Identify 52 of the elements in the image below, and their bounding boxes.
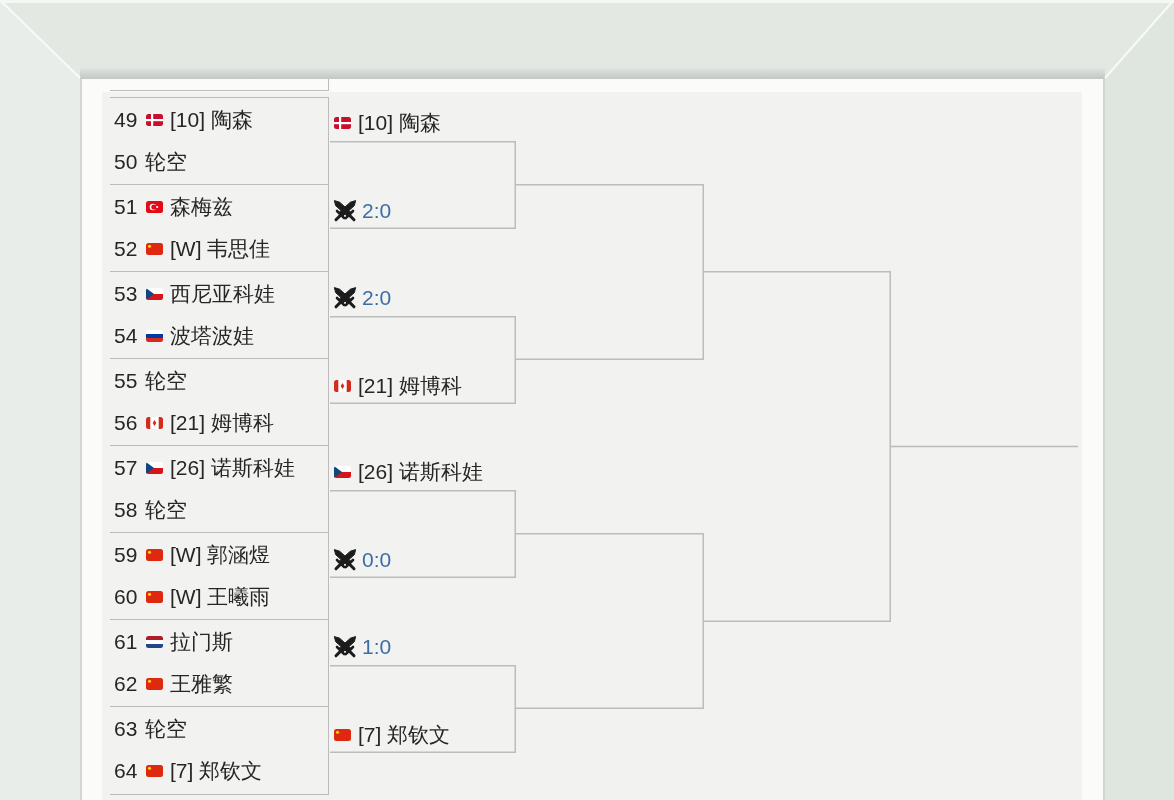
draw-number: 53	[114, 281, 138, 307]
match-box	[110, 271, 329, 358]
draw-number: 62	[114, 671, 138, 697]
player-name: 轮空	[145, 497, 187, 523]
player-name: [W] 韦思佳	[170, 236, 271, 262]
draw-number: 58	[114, 497, 138, 523]
draw-number: 50	[114, 149, 138, 175]
match-box	[110, 184, 329, 271]
match-score: 2:0	[362, 285, 392, 311]
draw-number: 61	[114, 629, 138, 655]
match-score: 0:0	[362, 547, 392, 573]
draw-number: 64	[114, 758, 138, 784]
player-name: 轮空	[145, 716, 187, 742]
match-box	[110, 97, 329, 184]
player-name: [21] 姆博科	[170, 410, 274, 436]
match-score: 2:0	[362, 198, 392, 224]
match-box	[110, 445, 329, 532]
draw-number: 54	[114, 323, 138, 349]
player-name: [7] 郑钦文	[358, 722, 451, 748]
player-name: 拉门斯	[170, 629, 233, 655]
draw-number: 56	[114, 410, 138, 436]
draw-number: 59	[114, 542, 138, 568]
draw-number: 51	[114, 194, 138, 220]
player-name: [7] 郑钦文	[170, 758, 263, 784]
player-name: 王雅繁	[170, 671, 233, 697]
player-name: [26] 诺斯科娃	[170, 455, 295, 481]
match-score: 1:0	[362, 634, 392, 660]
match-bracket	[516, 184, 704, 360]
player-name: [21] 姆博科	[358, 373, 462, 399]
player-name: 西尼亚科娃	[170, 281, 275, 307]
draw-number: 60	[114, 584, 138, 610]
player-name: 轮空	[145, 149, 187, 175]
player-name: 森梅兹	[170, 194, 233, 220]
match-box	[110, 706, 329, 795]
match-bracket	[704, 271, 1078, 622]
player-name: [10] 陶森	[358, 110, 441, 136]
draw-number: 57	[114, 455, 138, 481]
match-box	[110, 358, 329, 445]
draw-number: 52	[114, 236, 138, 262]
draw-number: 49	[114, 107, 138, 133]
player-name: [26] 诺斯科娃	[358, 459, 483, 485]
match-box	[110, 619, 329, 706]
player-name: 波塔波娃	[170, 323, 254, 349]
match-bracket	[516, 533, 704, 709]
draw-number: 55	[114, 368, 138, 394]
player-name: [W] 郭涵煜	[170, 542, 271, 568]
player-name: [10] 陶森	[170, 107, 253, 133]
match-box	[110, 532, 329, 619]
player-name: 轮空	[145, 368, 187, 394]
player-name: [W] 王曦雨	[170, 584, 271, 610]
draw-number: 63	[114, 716, 138, 742]
match-box	[110, 79, 329, 91]
